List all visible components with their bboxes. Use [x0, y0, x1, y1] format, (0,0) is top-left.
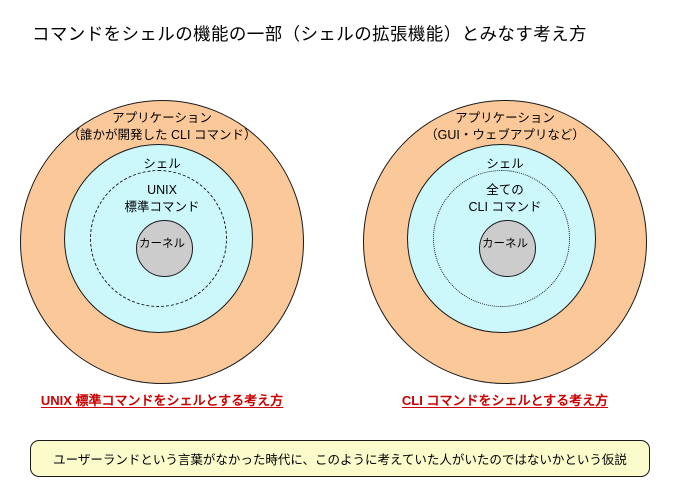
commands-label-left: UNIX 標準コマンド	[20, 182, 304, 215]
application-label-left: アプリケーション （誰かが開発した CLI コマンド）	[20, 110, 304, 143]
commands-label-left-line2: 標準コマンド	[124, 199, 200, 214]
application-label-left-line2: （誰かが開発した CLI コマンド）	[67, 127, 257, 142]
application-label-right-line1: アプリケーション	[455, 111, 555, 125]
diagram-cli-commands: アプリケーション （GUI・ウェブアプリなど） シェル 全ての CLI コマンド…	[363, 100, 647, 384]
caption-cli-commands: CLI コマンドをシェルとする考え方	[401, 393, 609, 408]
kernel-label-left: カーネル	[139, 238, 185, 250]
shell-label-right: シェル	[486, 157, 524, 171]
kernel-circle-left	[136, 220, 193, 277]
commands-ring-left	[90, 170, 227, 307]
application-label-left-line1: アプリケーション	[112, 111, 212, 125]
kernel-circle-right	[479, 220, 536, 277]
application-label-right: アプリケーション （GUI・ウェブアプリなど）	[363, 110, 647, 143]
page-title: コマンドをシェルの機能の一部（シェルの拡張機能）とみなす考え方	[32, 24, 587, 44]
commands-ring-right	[433, 170, 570, 307]
application-label-right-line2: （GUI・ウェブアプリなど）	[425, 127, 585, 142]
note-box: ユーザーランドという言葉がなかった時代に、このように考えていた人がいたのではない…	[30, 440, 650, 477]
caption-unix-standard-commands: UNIX 標準コマンドをシェルとする考え方	[40, 393, 284, 408]
kernel-label-right: カーネル	[482, 238, 528, 250]
commands-label-right-line2: CLI コマンド	[468, 199, 542, 214]
commands-label-right: 全ての CLI コマンド	[363, 182, 647, 215]
diagram-unix-standard-commands: アプリケーション （誰かが開発した CLI コマンド） シェル UNIX 標準コ…	[20, 100, 304, 384]
commands-label-left-line1: UNIX	[147, 183, 177, 197]
shell-label-left: シェル	[143, 157, 181, 171]
commands-label-right-line1: 全ての	[486, 183, 524, 197]
note-text: ユーザーランドという言葉がなかった時代に、このように考えていた人がいたのではない…	[53, 453, 627, 467]
